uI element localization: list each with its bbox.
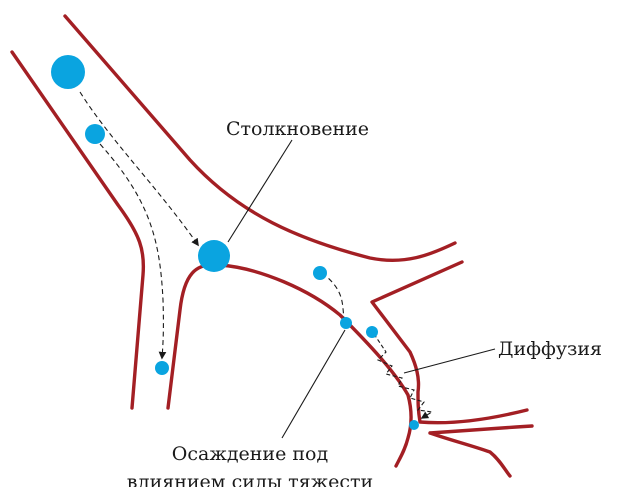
particle-diffused: [409, 420, 419, 430]
diffusion-leader: [404, 349, 495, 373]
sedimentation-label-line1: Осаждение под: [120, 440, 380, 468]
particle-collision: [198, 240, 230, 272]
airway-wall-left-outer: [12, 52, 143, 408]
collision-trajectory: [80, 92, 198, 245]
leader-lines: [228, 140, 495, 438]
diffusion-trajectory: [374, 334, 432, 418]
sedimentation-trajectory-left: [100, 144, 163, 358]
airway-walls: [12, 16, 532, 476]
particle-sedimented-right: [340, 317, 352, 329]
particle-diffusion-start: [366, 326, 378, 338]
collision-label: Столкновение: [226, 120, 369, 139]
airway-wall-right-lower: [430, 426, 532, 476]
particle-large: [51, 55, 85, 89]
sedimentation-leader: [282, 330, 345, 438]
particle-sedimented-left: [155, 361, 169, 375]
particle-trajectories: [80, 92, 432, 418]
particle-sedimentation-start: [313, 266, 327, 280]
particle-medium: [85, 124, 105, 144]
sedimentation-label: Осаждение под влиянием силы тяжести: [120, 440, 380, 487]
sedimentation-label-line2: влиянием силы тяжести: [120, 468, 380, 487]
airway-wall-carina-inner: [168, 265, 411, 466]
diffusion-label: Диффузия: [498, 340, 602, 359]
particles: [51, 55, 419, 430]
